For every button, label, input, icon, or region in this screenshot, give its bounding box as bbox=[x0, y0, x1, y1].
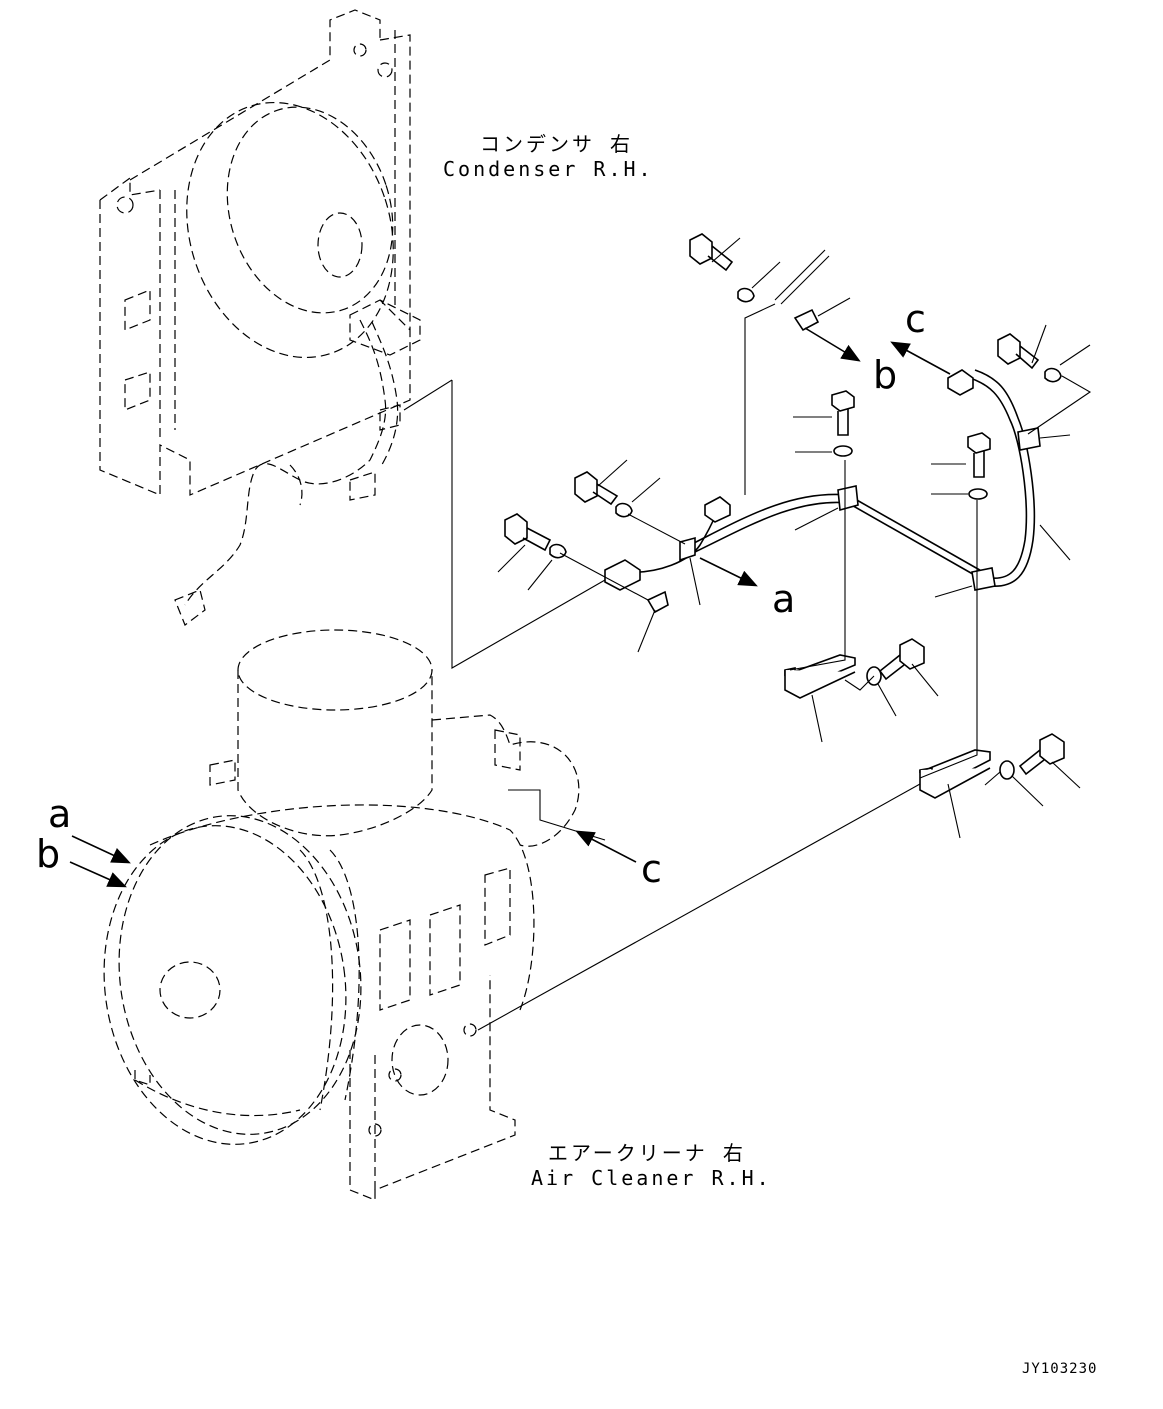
brackets bbox=[784, 654, 991, 799]
condenser-outline bbox=[99, 9, 421, 496]
air-cleaner-label-jp: エアークリーナ 右 bbox=[548, 1141, 746, 1165]
callout-c-harness: c bbox=[905, 297, 926, 341]
condenser-harness bbox=[174, 319, 401, 626]
harness-assembly bbox=[604, 249, 1041, 614]
air-cleaner-outline bbox=[103, 629, 580, 1201]
condenser-label-en: Condenser R.H. bbox=[443, 157, 654, 181]
drawing-code: JY103230 bbox=[1022, 1361, 1098, 1377]
callout-a-air-cleaner: a bbox=[48, 792, 72, 836]
leader-lines bbox=[403, 237, 1092, 1031]
direction-arrows bbox=[69, 327, 951, 888]
condenser-label-jp: コンデンサ 右 bbox=[480, 132, 634, 156]
callout-c-air-cleaner: c bbox=[641, 847, 662, 891]
callout-a-harness: a bbox=[772, 577, 796, 621]
callout-b-air-cleaner: b bbox=[36, 832, 61, 876]
callout-b-harness: b bbox=[873, 353, 898, 397]
air-cleaner-label-en: Air Cleaner R.H. bbox=[531, 1166, 772, 1190]
bolts bbox=[504, 233, 1065, 780]
